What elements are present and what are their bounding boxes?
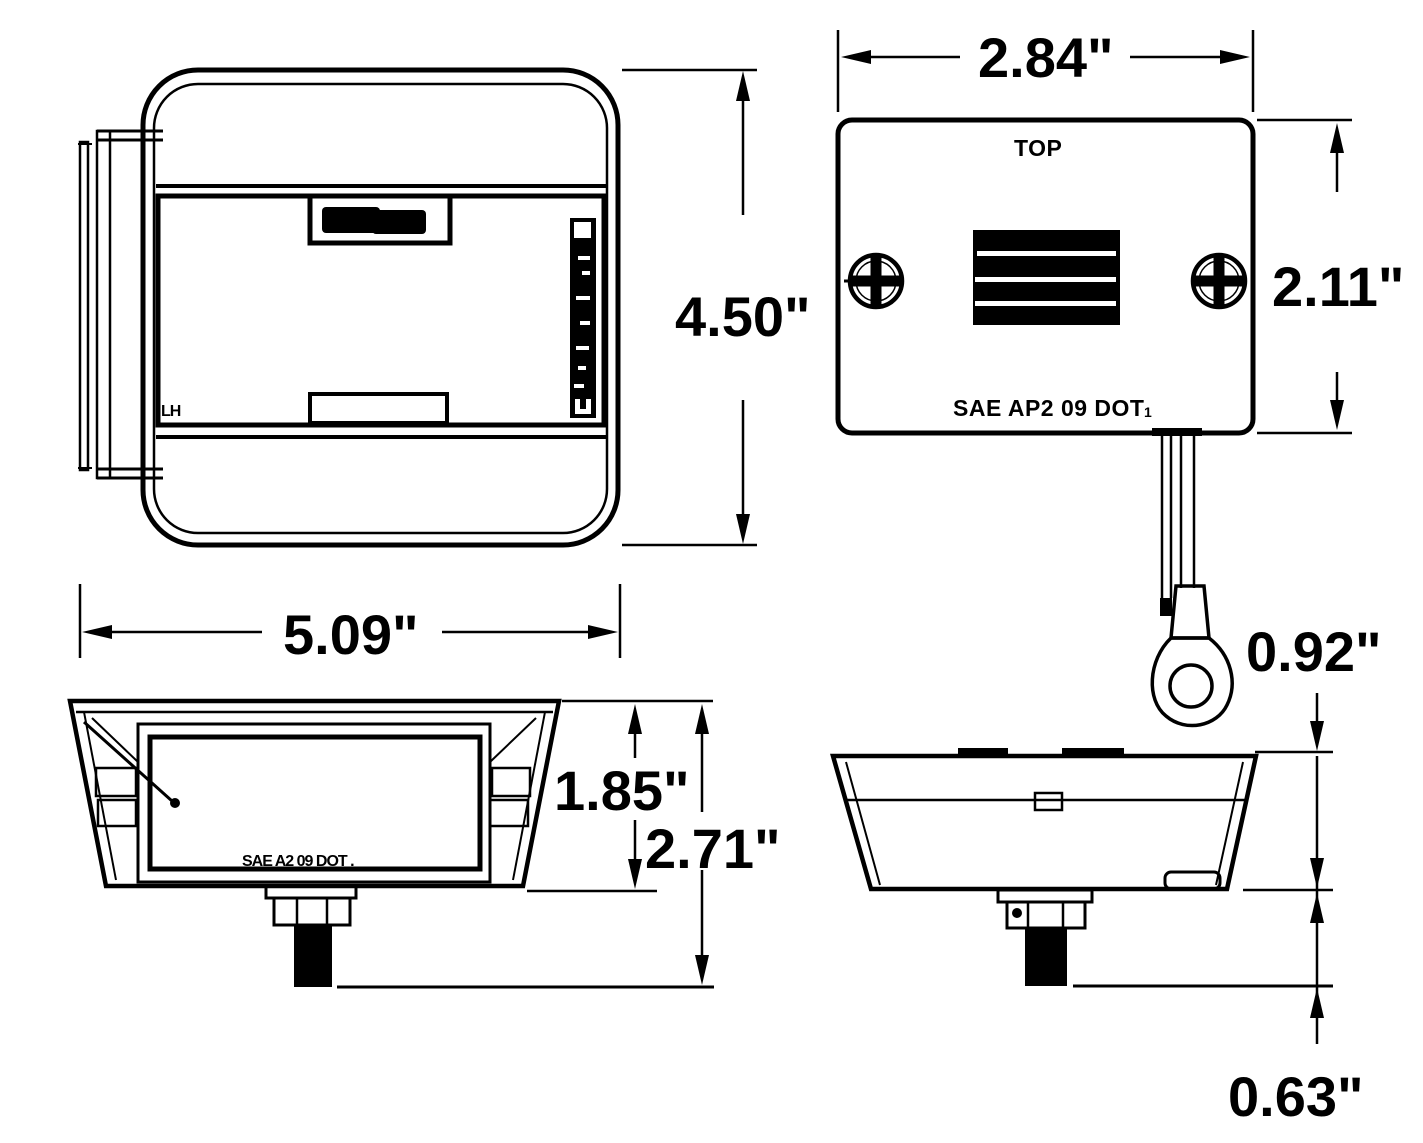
back-view: TOP SAE AP2 09 DOT 1 bbox=[835, 117, 1256, 436]
top-bottom-tab bbox=[1163, 870, 1222, 891]
threaded-shaft bbox=[1025, 928, 1067, 986]
arrow-left bbox=[82, 625, 112, 639]
front-bottom-tab bbox=[308, 392, 449, 425]
vent-grille bbox=[973, 230, 1120, 325]
side-mounting-stud bbox=[264, 884, 358, 987]
side-pocket-left bbox=[91, 717, 139, 828]
top-view bbox=[830, 748, 1259, 986]
back-cert-marking: SAE AP2 09 DOT bbox=[953, 395, 1144, 421]
brand-logo-blob bbox=[330, 226, 418, 233]
wire-end-stub bbox=[1160, 598, 1172, 616]
arrow-down bbox=[628, 859, 642, 889]
top-mounting-stud bbox=[996, 888, 1094, 986]
front-view: LH bbox=[78, 67, 621, 548]
side-view: SAE A2 09 DOT . bbox=[67, 698, 562, 987]
dimension-back-width: 2.84" bbox=[836, 26, 1255, 112]
arrow-down bbox=[1330, 400, 1344, 430]
front-marking-text: LH bbox=[161, 403, 181, 420]
arrow-up bbox=[1310, 893, 1324, 923]
dimension-top-depth: 0.92" bbox=[1246, 620, 1382, 751]
arrow-up bbox=[1330, 123, 1344, 153]
wire-exit-block bbox=[1152, 428, 1202, 436]
side-lens bbox=[147, 734, 483, 872]
mounting-bracket bbox=[78, 129, 163, 480]
screw-right bbox=[1190, 252, 1248, 310]
arrow-down bbox=[1310, 721, 1324, 751]
top-vent-slot bbox=[1062, 748, 1124, 755]
threaded-shaft bbox=[294, 925, 332, 987]
front-height-label: 4.50" bbox=[675, 285, 811, 348]
arrow-up bbox=[1310, 988, 1324, 1018]
arrow-right bbox=[588, 625, 618, 639]
top-center-notch bbox=[1033, 791, 1064, 812]
arrow-down bbox=[1310, 858, 1324, 888]
side-pocket-right bbox=[488, 717, 537, 828]
arrow-down bbox=[695, 955, 709, 985]
front-width-label: 5.09" bbox=[283, 603, 419, 666]
side-lens-marking: SAE A2 09 DOT . bbox=[242, 853, 354, 870]
wire-leads bbox=[1150, 428, 1234, 728]
side-overall-height-label: 2.71" bbox=[645, 817, 781, 880]
arrow-up bbox=[695, 704, 709, 734]
dimension-front-width: 5.09" bbox=[78, 584, 622, 666]
back-width-label: 2.84" bbox=[978, 26, 1114, 89]
side-body-height-label: 1.85" bbox=[554, 759, 690, 822]
arrow-down bbox=[736, 514, 750, 544]
back-housing bbox=[835, 117, 1256, 436]
dimension-top-stack: 0.63" bbox=[1073, 750, 1364, 1128]
top-body bbox=[830, 753, 1259, 892]
certification-strip bbox=[570, 218, 596, 418]
dimension-side-heights: 1.85" 2.71" bbox=[337, 699, 781, 989]
back-cert-suffix: 1 bbox=[1144, 404, 1152, 420]
leader-line bbox=[82, 720, 180, 808]
front-inner-body bbox=[152, 82, 609, 535]
arrow-up bbox=[628, 704, 642, 734]
side-body bbox=[67, 698, 562, 889]
arrow-left bbox=[841, 50, 871, 64]
dimension-back-height: 2.11" bbox=[1257, 118, 1404, 435]
top-vent-slot bbox=[958, 748, 1008, 755]
back-top-marking: TOP bbox=[1014, 135, 1062, 161]
arrow-up bbox=[736, 71, 750, 101]
brand-label bbox=[307, 193, 453, 246]
top-stud-label: 0.63" bbox=[1228, 1065, 1364, 1128]
top-depth-label: 0.92" bbox=[1246, 620, 1382, 683]
front-outer-body bbox=[140, 67, 621, 548]
arrow-right bbox=[1220, 50, 1250, 64]
ring-terminal bbox=[1150, 584, 1234, 728]
dimension-front-height: 4.50" bbox=[622, 68, 811, 547]
back-height-label: 2.11" bbox=[1272, 255, 1404, 318]
screw-left bbox=[844, 252, 905, 310]
